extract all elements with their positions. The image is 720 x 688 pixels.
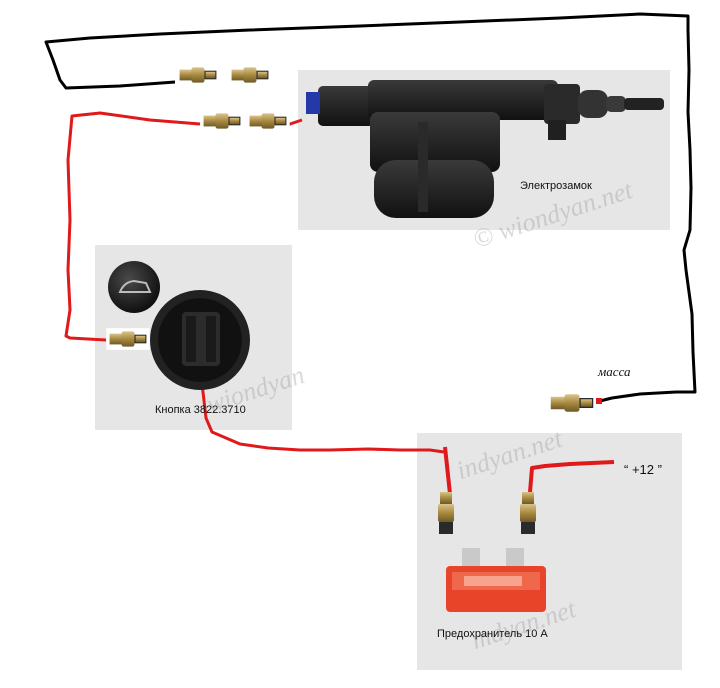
button-label: Кнопка 3822.3710 [155, 404, 246, 416]
ground-wire [44, 12, 697, 404]
fuse-panel [417, 433, 682, 670]
blade-fuse-icon [446, 548, 546, 612]
fuse-label: Предохранитель 10 А [437, 628, 548, 640]
ground-terminal [596, 398, 602, 404]
connector-red-top-1 [200, 110, 244, 132]
lock-label: Электрозамок [520, 180, 592, 192]
connector-fuse-left [438, 492, 454, 534]
connector-ground [547, 390, 597, 416]
connector-fuse-right [520, 492, 536, 534]
red-wire-fuse-left-lead [443, 446, 452, 495]
red-wire-button-to-fuse [198, 371, 445, 454]
plus12-label: “ +12 ” [624, 462, 662, 477]
connector-red-top-2 [246, 110, 290, 132]
trunk-button-icon [108, 261, 250, 390]
connector-button [106, 328, 150, 350]
lock-actuator-icon [306, 80, 664, 218]
red-wire-plus12 [528, 460, 615, 493]
connector-ground-top-1 [176, 64, 220, 86]
ground-label: масса [598, 364, 631, 379]
connector-ground-top-2 [228, 64, 272, 86]
